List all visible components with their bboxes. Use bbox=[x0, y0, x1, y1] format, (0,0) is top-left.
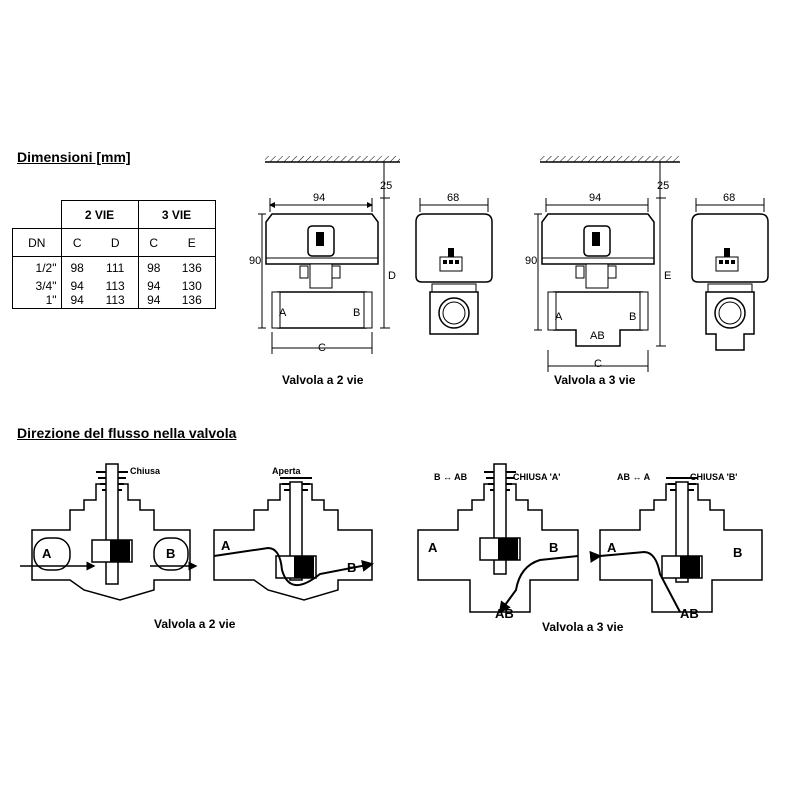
dim-94-3way: 94 bbox=[589, 192, 602, 204]
flow-3way-closed-b-drawing bbox=[589, 477, 763, 613]
flow4-port-ab: AB bbox=[680, 606, 699, 621]
row-e: 130 bbox=[169, 278, 216, 293]
port-b-label: B bbox=[353, 307, 361, 319]
dim-d-label: D bbox=[388, 270, 396, 282]
dim-e-label: E bbox=[664, 270, 672, 282]
dim-68-3way: 68 bbox=[723, 192, 736, 204]
row-dn: 1/2" bbox=[12, 256, 61, 279]
header-e: E bbox=[169, 228, 216, 257]
caption-valve-3way: Valvola a 3 vie bbox=[554, 373, 636, 387]
dim-25-3way: 25 bbox=[657, 180, 670, 192]
header-dn: DN bbox=[12, 228, 61, 257]
state-closed-b-label: CHIUSA 'B' bbox=[690, 472, 738, 482]
port-ab-label: AB bbox=[590, 330, 605, 342]
dim-94-2way: 94 bbox=[313, 192, 326, 204]
dim-c-3way: C bbox=[594, 358, 602, 370]
row-d: 113 bbox=[92, 292, 138, 309]
dim-68-2way: 68 bbox=[447, 192, 460, 204]
row-c2: 94 bbox=[60, 292, 93, 309]
row-c2: 94 bbox=[60, 278, 93, 293]
state-open-label: Aperta bbox=[272, 466, 301, 476]
row-d: 113 bbox=[105, 278, 125, 293]
dim-25-2way: 25 bbox=[380, 180, 393, 192]
dim-90-3way: 90 bbox=[525, 255, 538, 267]
state-closed-a-label: CHIUSA 'A' bbox=[513, 472, 561, 482]
caption-valve-2way: Valvola a 2 vie bbox=[282, 373, 364, 387]
dimensions-title: Dimensioni [mm] bbox=[17, 149, 131, 165]
flow-caption-2way: Valvola a 2 vie bbox=[154, 617, 236, 631]
flow4-port-b: B bbox=[733, 545, 743, 560]
header-c-3vie: C bbox=[137, 228, 170, 257]
flow-caption-3way: Valvola a 3 vie bbox=[542, 620, 624, 634]
flow4-port-a: A bbox=[607, 540, 617, 555]
flow1-port-a: A bbox=[42, 546, 52, 561]
valve-2way-front-drawing bbox=[258, 156, 400, 354]
group-3vie: 3 VIE bbox=[137, 200, 216, 229]
row-e: 136 bbox=[169, 292, 216, 309]
row-c3: 94 bbox=[137, 292, 170, 309]
flow-b-ab-label: B ↔ AB bbox=[434, 472, 468, 482]
port-b-label: B bbox=[629, 311, 637, 323]
port-a-label: A bbox=[279, 307, 287, 319]
row-dn: 3/4" bbox=[12, 278, 61, 293]
flow-direction-title: Direzione del flusso nella valvola bbox=[17, 425, 237, 441]
valve-2way-side-drawing bbox=[415, 198, 493, 335]
flow-2way-open-drawing bbox=[213, 477, 374, 601]
state-closed-label: Chiusa bbox=[130, 466, 161, 476]
flow2-port-a: A bbox=[221, 538, 231, 553]
flow1-port-b: B bbox=[166, 546, 176, 561]
dim-c-2way: C bbox=[318, 342, 326, 354]
flow3-port-ab: AB bbox=[495, 606, 514, 621]
row-c2: 98 bbox=[60, 256, 93, 279]
row-d: 111 bbox=[92, 256, 138, 279]
flow3-port-a: A bbox=[428, 540, 438, 555]
row-e: 136 bbox=[169, 256, 216, 279]
row-c3: 94 bbox=[137, 278, 170, 293]
flow2-port-b: B bbox=[347, 560, 357, 575]
port-a-label: A bbox=[555, 311, 563, 323]
dimensions-table: 2 VIE 3 VIE DN C D C E 1/2" 98 111 98 13… bbox=[12, 200, 216, 309]
row-c3: 98 bbox=[137, 256, 170, 279]
flow-3way-closed-a-drawing bbox=[417, 463, 579, 614]
valve-3way-side-drawing bbox=[691, 198, 769, 351]
header-c-2vie: C bbox=[60, 228, 93, 257]
group-2vie: 2 VIE bbox=[60, 200, 138, 229]
flow-2way-closed-drawing bbox=[20, 463, 198, 601]
valve-3way-front-drawing bbox=[534, 156, 680, 372]
flow-ab-a-label: AB ↔ A bbox=[617, 472, 651, 482]
header-d: D bbox=[92, 228, 138, 257]
dim-90-2way: 90 bbox=[249, 255, 262, 267]
flow3-port-b: B bbox=[549, 540, 559, 555]
row-dn: 1" bbox=[12, 292, 61, 309]
